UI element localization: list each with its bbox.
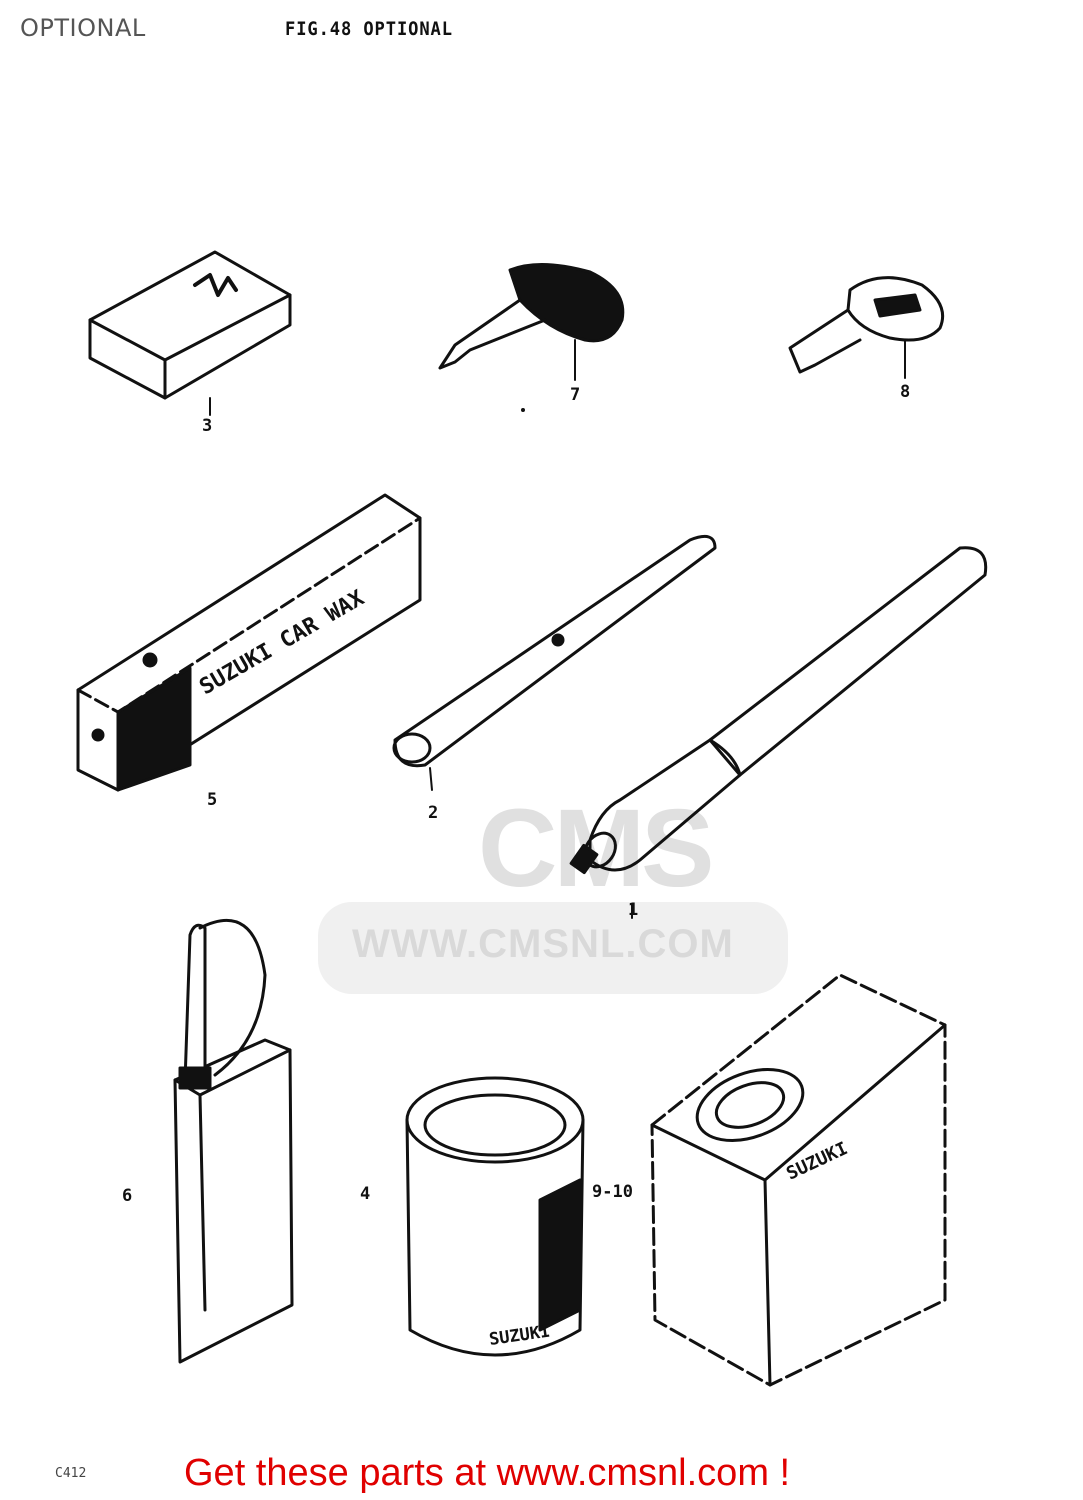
callout-6: 6 [122, 1186, 133, 1206]
callout-4: 4 [360, 1184, 371, 1204]
watermark-url: WWW.CMSNL.COM [352, 922, 734, 966]
callout-2: 2 [428, 803, 439, 823]
callout-5: 5 [207, 790, 218, 810]
key-outline-part [788, 276, 945, 379]
watermark-box [318, 902, 788, 994]
paint-can-label: SUZUKI [488, 1322, 552, 1350]
figure-code: C412 [55, 1466, 87, 1481]
figure-title: FIG.48 OPTIONAL [285, 18, 453, 40]
watermark-logo: CMS [478, 787, 714, 910]
callout-3: 3 [202, 416, 213, 436]
emblem-box-part [88, 250, 292, 416]
rod-part [392, 534, 717, 791]
oil-can-part [173, 918, 294, 1364]
square-can-label: SUZUKI [783, 1138, 851, 1185]
wax-box-label: SUZUKI CAR WAX [196, 586, 369, 700]
key-black-part [438, 263, 625, 381]
square-can-part [650, 973, 947, 1387]
page-title: OPTIONAL [20, 14, 146, 42]
cmsnl-link[interactable]: Get these parts at www.cmsnl.com ! [184, 1452, 791, 1494]
callout-9-10: 9-10 [592, 1182, 633, 1202]
paint-can-part [405, 1076, 585, 1357]
tube-part [569, 546, 988, 919]
callout-7: 7 [570, 385, 581, 405]
callout-1: 1 [628, 900, 639, 920]
wax-box-part [76, 493, 422, 792]
callout-8: 8 [900, 382, 911, 402]
